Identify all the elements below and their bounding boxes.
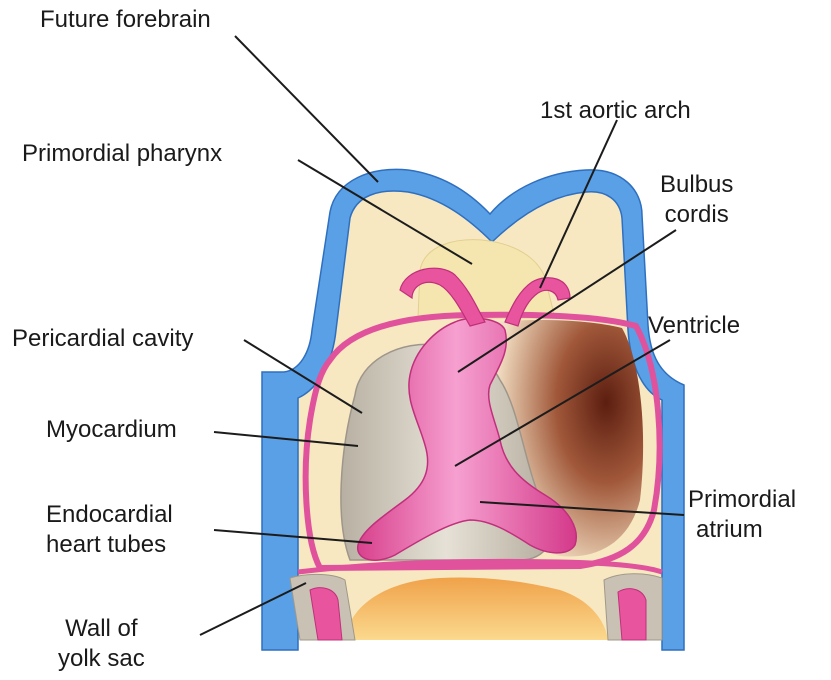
label-bulbus-cordis: Bulbus cordis: [660, 170, 733, 230]
label-endocardial-heart-tubes: Endocardial heart tubes: [46, 500, 173, 560]
label-bulbus-cordis-line2: cordis: [660, 200, 733, 230]
label-ventricle: Ventricle: [648, 312, 740, 340]
label-endocardial-line1: Endocardial: [46, 500, 173, 530]
label-primordial-atrium: Primordial atrium: [688, 485, 796, 545]
label-myocardium: Myocardium: [46, 416, 177, 444]
label-primordial-atrium-line2: atrium: [688, 515, 796, 545]
label-pericardial-cavity: Pericardial cavity: [12, 325, 193, 353]
label-primordial-atrium-line1: Primordial: [688, 485, 796, 515]
label-future-forebrain: Future forebrain: [40, 6, 211, 34]
label-endocardial-line2: heart tubes: [46, 530, 173, 560]
label-yolk-wall-line2: yolk sac: [58, 644, 145, 674]
label-1st-aortic-arch: 1st aortic arch: [540, 97, 691, 125]
leader-future-forebrain: [235, 36, 378, 182]
label-bulbus-cordis-line1: Bulbus: [660, 170, 733, 200]
endoderm-right: [618, 589, 646, 640]
label-yolk-wall-line1: Wall of: [58, 614, 145, 644]
label-primordial-pharynx: Primordial pharynx: [22, 140, 222, 168]
label-wall-of-yolk-sac: Wall of yolk sac: [58, 614, 145, 674]
